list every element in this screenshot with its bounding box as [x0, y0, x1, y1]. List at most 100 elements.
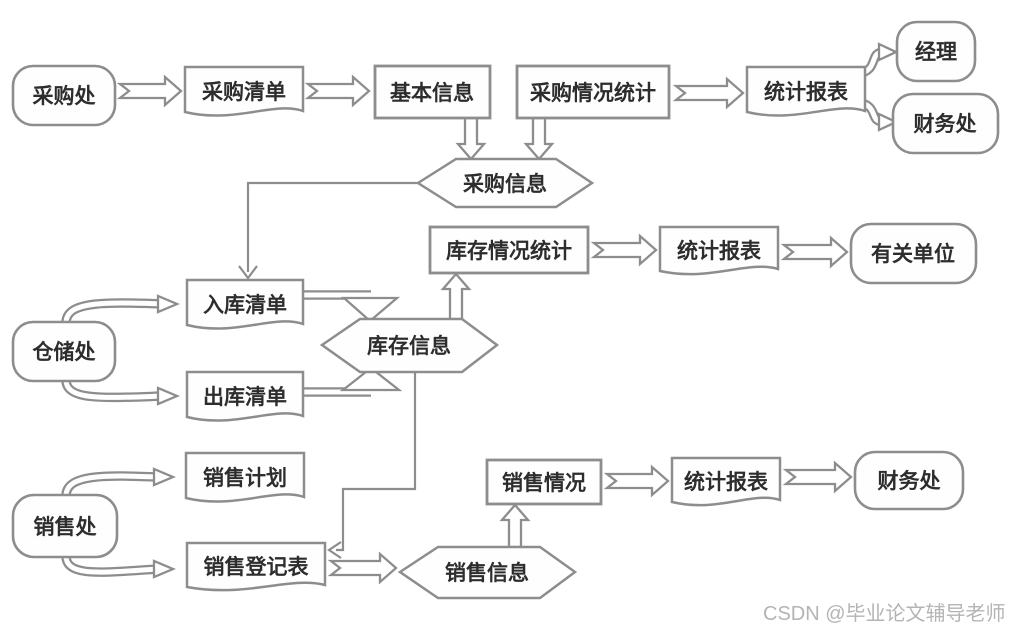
- process-shape: [428, 225, 590, 275]
- node-label: 采购处: [33, 84, 96, 108]
- external-entity-shape: [849, 222, 978, 285]
- arrow-curve-inner: [63, 473, 161, 497]
- node-label: 库存信息: [367, 334, 451, 358]
- node-label: 采购信息: [463, 172, 547, 196]
- node-label: 销售信息: [445, 561, 529, 585]
- node-label: 销售登记表: [204, 555, 310, 579]
- arrow-inventory-info-to-register: [327, 372, 417, 559]
- node-inbound-list: 入库清单: [185, 278, 305, 330]
- node-sales-plan: 销售计划: [184, 451, 306, 503]
- node-label: 财务处: [914, 112, 977, 136]
- arrowhead: [156, 386, 180, 406]
- node-purchase-list: 采购清单: [183, 65, 305, 117]
- arrow-warehouse-to-inbound: [61, 294, 180, 324]
- arrow-list-to-basic-info: [304, 74, 371, 108]
- arrowhead: [327, 541, 342, 559]
- arrowhead: [156, 294, 180, 314]
- arrow-curve-inner: [63, 300, 165, 324]
- arrowhead: [877, 42, 899, 62]
- external-entity-shape: [11, 64, 117, 127]
- arrowhead: [340, 296, 401, 323]
- arrow-inventory-info-to-inventory-stats: [440, 272, 472, 321]
- node-finance-dept-top: 财务处: [891, 92, 1000, 155]
- node-label: 有关单位: [871, 242, 955, 266]
- node-sales-dept: 销售处: [11, 493, 119, 559]
- node-label: 销售处: [34, 515, 97, 539]
- node-label: 财务处: [878, 469, 941, 493]
- node-basic-info: 基本信息: [373, 64, 492, 120]
- node-label: 出库清单: [203, 385, 287, 409]
- external-entity-shape: [891, 92, 1000, 155]
- node-label: 销售计划: [203, 466, 287, 490]
- arrow-sales-info-to-sales-status: [499, 503, 531, 549]
- arrowhead: [339, 366, 403, 392]
- node-stats-report-bottom: 统计报表: [670, 456, 782, 507]
- arrow-sales-to-plan: [61, 467, 176, 497]
- arrow-sales-to-register: [61, 555, 176, 579]
- arrow-inbound-to-inventory-info: [303, 290, 401, 323]
- node-label: 销售情况: [502, 471, 586, 495]
- process-shape: [485, 458, 603, 506]
- node-label: 入库清单: [203, 293, 287, 317]
- arrow-report-to-related-units: [780, 235, 849, 269]
- node-label: 统计报表: [764, 80, 849, 104]
- node-inventory-stats: 库存情况统计: [428, 225, 590, 275]
- node-label: 统计报表: [684, 470, 769, 494]
- data-store-shape: [415, 157, 595, 209]
- external-entity-shape: [895, 20, 977, 83]
- document-shape: [185, 370, 305, 422]
- document-shape: [185, 541, 327, 592]
- arrowhead: [152, 559, 176, 579]
- document-shape: [184, 451, 306, 503]
- document-shape: [745, 65, 867, 117]
- nodes: 采购处 采购清单 基本信息 采购情况统计 统计报表 经理 财务处: [11, 20, 1000, 600]
- process-shape: [515, 64, 671, 120]
- arrowhead: [877, 112, 899, 132]
- node-inventory-info: 库存信息: [319, 317, 500, 374]
- arrow-line: [336, 372, 417, 552]
- arrow-basic-info-to-purchase-info: [455, 116, 487, 161]
- data-store-shape: [397, 545, 578, 600]
- data-store-shape: [319, 317, 500, 374]
- node-label: 基本信息: [390, 81, 474, 105]
- arrow-purchase-stats-to-report: [672, 76, 745, 110]
- node-purchase-stats: 采购情况统计: [515, 64, 671, 120]
- arrow-register-to-sales-info: [327, 551, 398, 585]
- node-stats-report-top: 统计报表: [745, 65, 867, 117]
- arrowhead: [152, 467, 176, 487]
- node-stats-report-mid: 统计报表: [658, 225, 780, 276]
- arrowhead: [238, 265, 258, 280]
- watermark-text: CSDN @毕业论文辅导老师: [763, 602, 1006, 625]
- node-purchasing-dept: 采购处: [11, 64, 117, 127]
- node-label: 库存情况统计: [446, 239, 572, 263]
- node-sales-info: 销售信息: [397, 545, 578, 600]
- arrow-sales-status-to-report: [603, 464, 670, 498]
- node-related-units: 有关单位: [849, 222, 978, 285]
- arrow-line: [246, 181, 418, 272]
- document-shape: [658, 225, 780, 276]
- node-purchase-info: 采购信息: [415, 157, 595, 209]
- node-label: 采购情况统计: [530, 81, 656, 105]
- node-manager: 经理: [895, 20, 977, 83]
- document-shape: [183, 65, 305, 117]
- node-label: 仓储处: [32, 340, 96, 364]
- arrow-purchasing-to-list: [116, 74, 183, 108]
- document-shape: [670, 456, 782, 507]
- arrow-curve-inner: [63, 379, 165, 400]
- external-entity-shape: [853, 450, 965, 511]
- document-shape: [185, 278, 305, 330]
- node-sales-status: 销售情况: [485, 458, 603, 506]
- external-entity-shape: [11, 493, 119, 559]
- connectors: [61, 42, 899, 585]
- arrow-purchase-info-to-inbound: [238, 181, 418, 280]
- node-label: 经理: [915, 40, 957, 64]
- arrow-curve-inner: [63, 555, 161, 575]
- arrow-purchase-stats-to-purchase-info: [523, 116, 555, 161]
- external-entity-shape: [11, 320, 117, 383]
- node-outbound-list: 出库清单: [185, 370, 305, 422]
- process-shape: [373, 64, 492, 120]
- node-finance-dept-bottom: 财务处: [853, 450, 965, 511]
- node-label: 采购清单: [202, 80, 286, 104]
